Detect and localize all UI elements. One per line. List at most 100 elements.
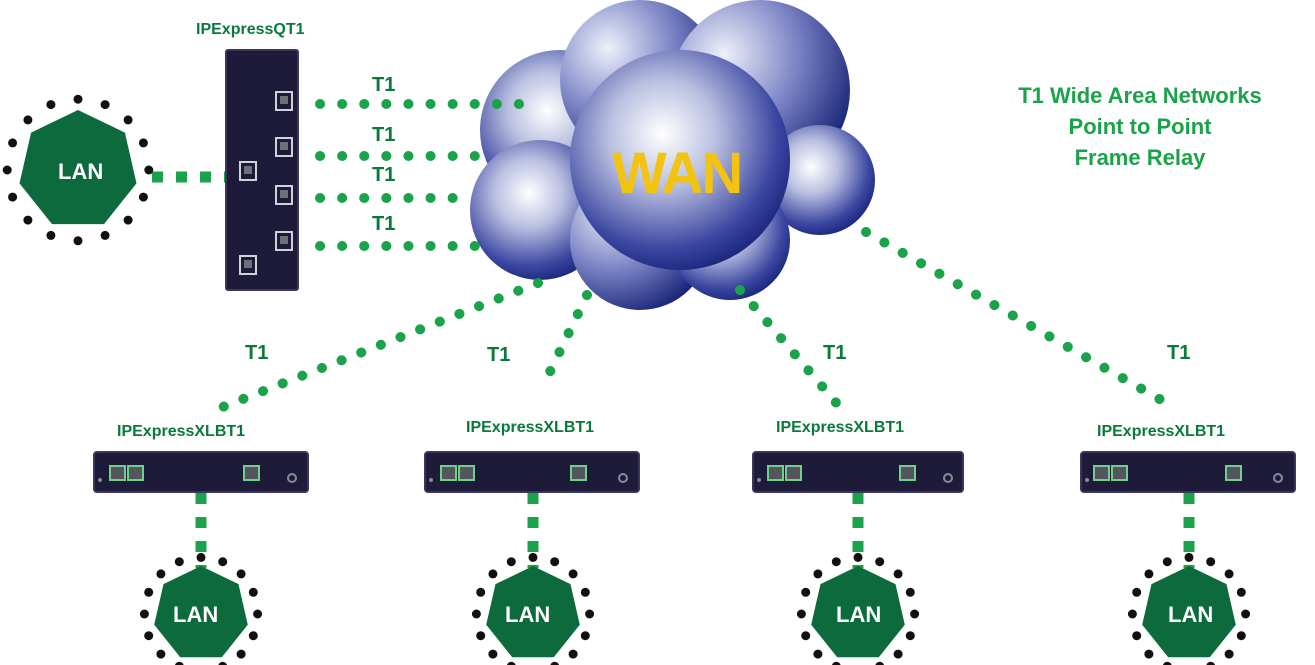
lan-node-dot <box>1132 631 1142 641</box>
remote-device-label-1: IPExpressXLBT1 <box>117 423 246 440</box>
t1-label-remote-1: T1 <box>245 342 269 364</box>
lan-octagon <box>486 566 580 658</box>
lan-node-dot <box>100 100 110 110</box>
lan-node-dot <box>1132 587 1142 597</box>
lan-node-dot <box>875 557 885 567</box>
lan-node-dot <box>813 569 823 579</box>
remote-device-3 <box>752 451 964 493</box>
lan-node-dot <box>8 192 18 202</box>
lan-node-dot <box>506 557 516 567</box>
lan-node-dot <box>801 631 811 641</box>
lan-node-dot <box>905 631 915 641</box>
lan-node-dot <box>174 661 184 665</box>
lan-node-dot <box>123 215 133 225</box>
lan-node-dot <box>218 661 228 665</box>
wan-label: WAN <box>612 141 743 206</box>
lan-node-dot <box>580 587 590 597</box>
lan-node-dot <box>1127 609 1137 619</box>
lan-site-2 <box>471 552 595 665</box>
lan-node-dot <box>144 631 154 641</box>
t1-label-remote-2: T1 <box>487 344 511 366</box>
lan-node-dot <box>568 569 578 579</box>
remote-device-1 <box>93 451 309 493</box>
remote-device-label-4: IPExpressXLBT1 <box>1097 423 1226 440</box>
diagram-subtitle-frame-relay: Frame Relay <box>1074 145 1206 170</box>
t1-label-remote-3: T1 <box>823 342 847 364</box>
lan-node-dot <box>813 649 823 659</box>
lan-node-dot <box>253 609 263 619</box>
lan-label-hub: LAN <box>58 159 104 184</box>
lan-node-dot <box>488 649 498 659</box>
diagram-subtitle-point-to-point: Point to Point <box>1068 114 1212 139</box>
t1-link-remote-3 <box>735 285 843 410</box>
remote-device-label-2: IPExpressXLBT1 <box>466 419 595 436</box>
lan-node-dot <box>23 215 33 225</box>
lan-site-3 <box>796 552 920 665</box>
remote-device-label-3: IPExpressXLBT1 <box>776 419 905 436</box>
lan-node-dot <box>248 631 258 641</box>
lan-node-dot <box>23 115 33 125</box>
lan-node-dot <box>236 649 246 659</box>
lan-node-dot <box>585 609 595 619</box>
t1-label-remote-4: T1 <box>1167 342 1191 364</box>
lan-node-dot <box>138 192 148 202</box>
lan-node-dot <box>73 94 83 104</box>
lan-node-dot <box>156 569 166 579</box>
hub-port-2 <box>275 137 293 157</box>
lan-node-dot <box>831 661 841 665</box>
lan-octagon <box>19 110 137 225</box>
lan-node-dot <box>568 649 578 659</box>
lan-node-dot <box>528 552 538 562</box>
t1-link-remote-2 <box>540 290 592 387</box>
lan-node-dot <box>2 165 12 175</box>
lan-node-dot <box>875 661 885 665</box>
lan-node-dot <box>796 609 806 619</box>
lan-label-2: LAN <box>505 602 551 627</box>
t1-label-hub-1: T1 <box>372 74 396 96</box>
lan-shapes <box>2 94 1251 665</box>
lan-node-dot <box>476 587 486 597</box>
lan-node-dot <box>910 609 920 619</box>
lan-label-1: LAN <box>173 602 219 627</box>
remote-t1-links <box>210 227 1175 415</box>
lan-node-dot <box>801 587 811 597</box>
lan-octagon <box>811 566 905 658</box>
lan-octagon <box>1142 566 1236 658</box>
lan-node-dot <box>123 115 133 125</box>
hub-port-4 <box>275 231 293 251</box>
lan-node-dot <box>893 649 903 659</box>
lan-node-dot <box>100 230 110 240</box>
hub-device-label: IPExpressQT1 <box>196 21 305 38</box>
lan-node-dot <box>138 138 148 148</box>
lan-node-dot <box>1224 649 1234 659</box>
lan-node-dot <box>488 569 498 579</box>
diagram-title: T1 Wide Area Networks <box>1018 83 1262 108</box>
lan-node-dot <box>853 552 863 562</box>
lan-node-dot <box>1162 661 1172 665</box>
lan-node-dot <box>139 609 149 619</box>
lan-node-dot <box>73 236 83 246</box>
hub-device <box>225 49 299 291</box>
remote-device-4 <box>1080 451 1296 493</box>
lan-node-dot <box>1241 609 1251 619</box>
hub-t1-links <box>315 99 530 251</box>
lan-node-dot <box>1144 649 1154 659</box>
lan-node-dot <box>580 631 590 641</box>
lan-label-3: LAN <box>836 602 882 627</box>
lan-node-dot <box>218 557 228 567</box>
t1-link-remote-1 <box>210 278 543 415</box>
hub-port-1 <box>275 91 293 111</box>
lan-node-dot <box>196 552 206 562</box>
lan-octagon <box>154 566 248 658</box>
t1-label-hub-3: T1 <box>372 164 396 186</box>
lan-node-dot <box>1236 631 1246 641</box>
lan-node-dot <box>471 609 481 619</box>
lan-node-dot <box>46 230 56 240</box>
lan-node-dot <box>831 557 841 567</box>
hub-port-5 <box>239 255 257 275</box>
lan-node-dot <box>46 100 56 110</box>
lan-site-1 <box>139 552 263 665</box>
hub-port-3 <box>275 185 293 205</box>
t1-label-hub-4: T1 <box>372 213 396 235</box>
